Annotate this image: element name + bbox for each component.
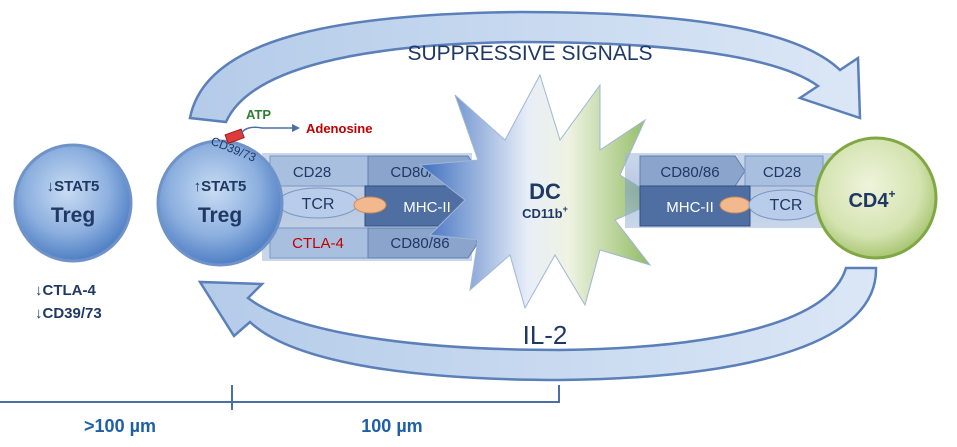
treg-cell-distant xyxy=(13,143,133,263)
adenosine-label: Adenosine xyxy=(306,121,372,136)
right-tcr-label: TCR xyxy=(770,197,803,214)
left-cd39-marker: ↓CD39/73 xyxy=(35,305,102,322)
cd28-receptor-right xyxy=(744,155,824,187)
treg-cell-proximal xyxy=(156,128,284,267)
scale-near-label: 100 µm xyxy=(361,416,422,436)
cd39-73-enzyme-icon xyxy=(224,128,245,145)
cd4-label: CD4+ xyxy=(848,187,895,212)
dc-cd4-interface xyxy=(625,153,835,228)
ctla4-label: CTLA-4 xyxy=(292,235,344,252)
suppressive-signals-arrow xyxy=(188,10,862,124)
cd4-t-cell xyxy=(814,136,938,260)
distance-scale-bar xyxy=(0,385,560,410)
peptide-left xyxy=(353,196,387,214)
left-treg-label: Treg xyxy=(51,204,95,227)
cd28-receptor-left xyxy=(269,155,369,187)
right-cd80-label: CD80/86 xyxy=(660,164,719,181)
ctla4-receptor xyxy=(269,227,369,259)
arrowhead-icon xyxy=(292,124,300,132)
left-ctla4-marker: ↓CTLA-4 xyxy=(35,282,96,299)
right-mhc-label: MHC-II xyxy=(666,199,714,216)
diagram-title: SUPPRESSIVE SIGNALS xyxy=(407,42,652,65)
left-stat5-label: ↓STAT5 xyxy=(47,178,100,195)
il2-arrow xyxy=(197,266,878,382)
cd80-86-ligand-right xyxy=(639,155,746,187)
dc-label: DC xyxy=(529,179,561,204)
atp-label: ATP xyxy=(246,107,271,122)
dendritic-cell xyxy=(418,73,662,310)
peptide-right xyxy=(719,196,751,214)
il2-label: IL-2 xyxy=(523,320,568,350)
left-tcr-label: TCR xyxy=(302,196,335,213)
right-stat5-label: ↑STAT5 xyxy=(194,178,247,195)
left-cd80-label-bottom: CD80/86 xyxy=(390,235,449,252)
left-cd28-label: CD28 xyxy=(293,164,331,181)
left-mhc-label: MHC-II xyxy=(403,199,451,216)
scale-far-label: >100 µm xyxy=(84,416,156,436)
atp-conversion-arrow-icon xyxy=(240,126,292,135)
dc-marker: CD11b+ xyxy=(522,204,568,221)
right-cd28-label: CD28 xyxy=(763,164,801,181)
middle-treg-label: Treg xyxy=(198,204,242,227)
